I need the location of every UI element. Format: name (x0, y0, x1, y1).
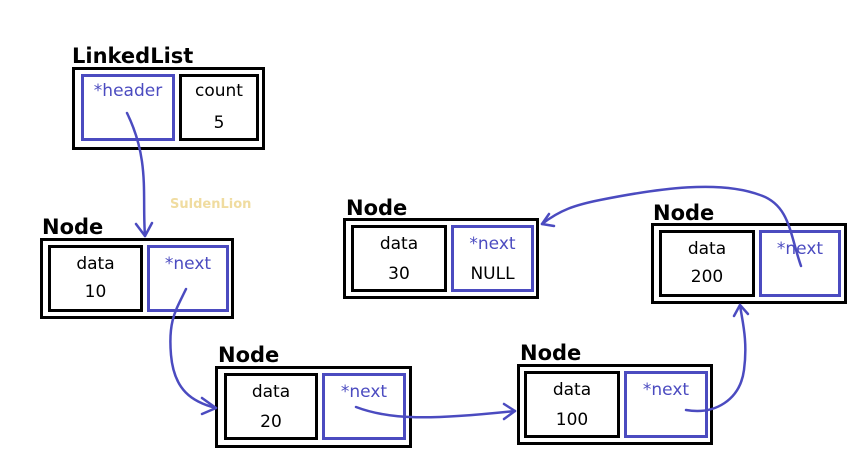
arrow-node200-to-node30 (540, 185, 803, 268)
node-data-cell: data 10 (48, 245, 143, 312)
node-data-label: data (687, 239, 727, 259)
node-next-cell: *next NULL (451, 225, 534, 292)
node-next-label: *next (776, 239, 824, 259)
node-data-label: data (379, 234, 419, 254)
node-box-200: data 200 *next (651, 223, 847, 304)
header-label: *header (93, 81, 163, 101)
node-data-label: data (552, 380, 592, 400)
node-data-value: 30 (388, 264, 410, 284)
node-next-cell: *next (759, 230, 841, 297)
node-data-value: 20 (260, 412, 282, 432)
node-next-cell: *next (624, 371, 708, 438)
arrow-header-to-node10 (125, 111, 147, 238)
node-next-cell: *next (147, 245, 229, 312)
count-cell: count 5 (179, 74, 259, 141)
header-pointer-cell: *header (81, 74, 175, 141)
node-data-cell: data 20 (224, 373, 318, 440)
node-title: Node (520, 341, 582, 365)
count-label: count (195, 81, 243, 101)
node-next-label: *next (469, 234, 516, 254)
node-data-cell: data 200 (659, 230, 755, 297)
node-data-cell: data 30 (351, 225, 447, 292)
arrowhead-node100 (502, 402, 517, 421)
node-box-10: data 10 *next (40, 238, 234, 319)
node-data-label: data (76, 254, 115, 274)
node-next-cell: *next (322, 373, 406, 440)
node-data-label: data (251, 382, 291, 402)
arrow-node10-to-node20 (169, 287, 218, 410)
node-title: Node (653, 201, 715, 225)
arrowhead-header (134, 221, 154, 238)
arrowhead-node30 (540, 212, 556, 228)
watermark-text: SuldenLion (170, 197, 252, 212)
node-title: Node (346, 196, 408, 220)
node-title: Node (218, 343, 280, 367)
node-title: Node (42, 215, 104, 239)
node-data-value: 100 (555, 410, 589, 430)
linkedlist-title: LinkedList (72, 44, 194, 68)
node-next-label: *next (164, 254, 212, 274)
node-next-label: *next (340, 382, 388, 402)
arrow-node20-to-node100 (354, 405, 517, 419)
node-data-value: 10 (84, 282, 107, 302)
node-data-cell: data 100 (524, 371, 620, 438)
arrowhead-node20 (200, 396, 218, 416)
node-box-30: data 30 *next NULL (343, 218, 539, 299)
count-value: 5 (213, 113, 225, 133)
linkedlist-box: *header count 5 (72, 67, 265, 150)
node-data-value: 200 (690, 267, 724, 287)
node-next-label: *next (642, 380, 690, 400)
node-box-100: data 100 *next (517, 364, 713, 445)
node-next-value: NULL (470, 264, 515, 284)
arrow-node100-to-node200 (684, 303, 747, 413)
arrowhead-node200 (732, 303, 750, 318)
